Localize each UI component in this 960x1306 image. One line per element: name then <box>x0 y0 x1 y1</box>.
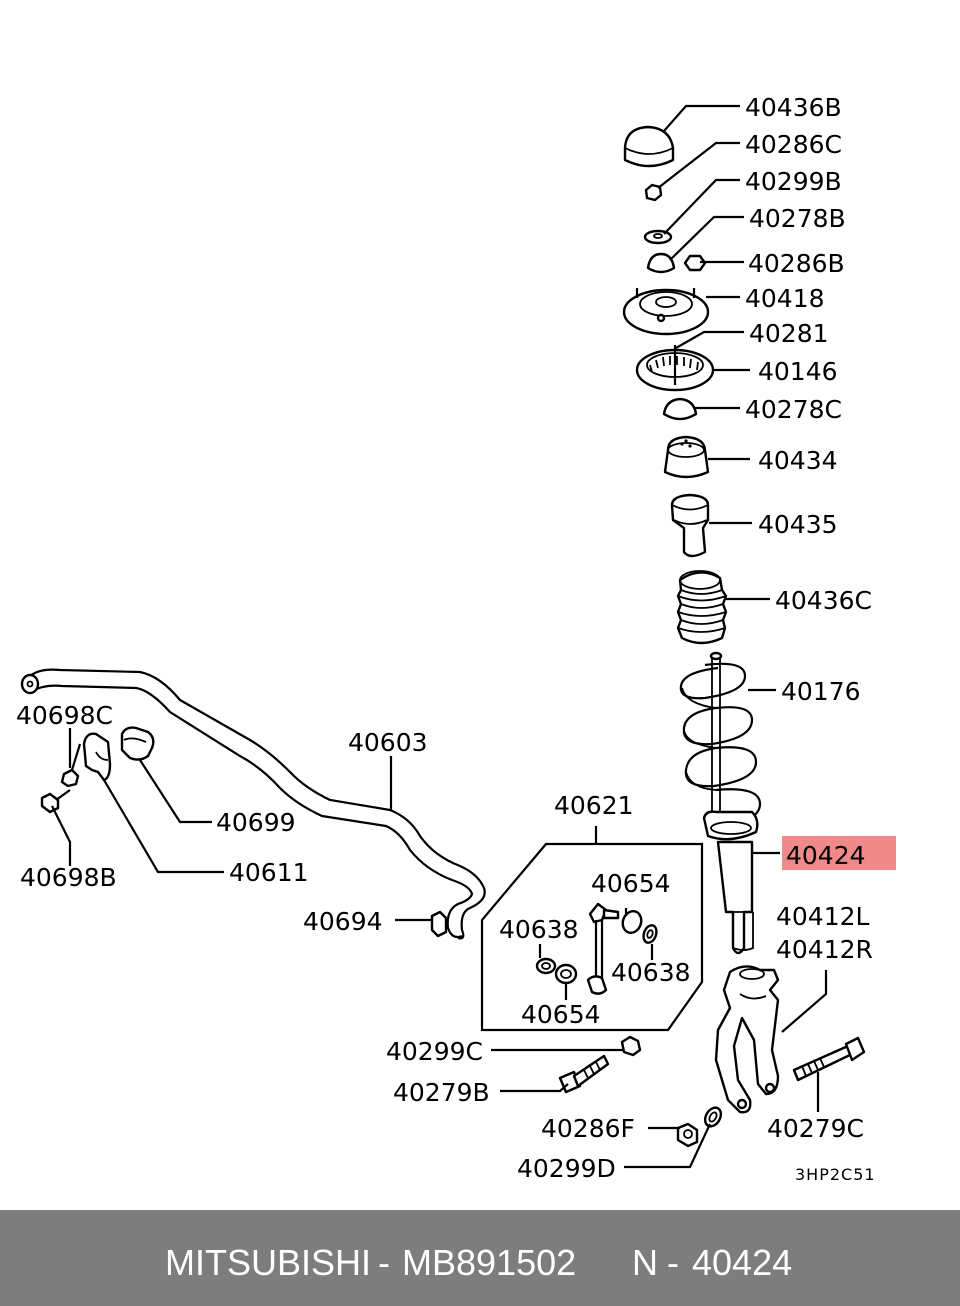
reference-number: 40424 <box>692 1242 793 1283</box>
leader-lines <box>51 104 828 1169</box>
label-40418: 40418 <box>745 284 825 313</box>
label-40694: 40694 <box>303 907 383 936</box>
label-40611: 40611 <box>229 858 309 887</box>
label-40286B: 40286B <box>748 249 845 278</box>
part-40278C-bushing <box>662 397 698 421</box>
part-40698B-nut <box>40 789 71 814</box>
part-40286C-nut <box>644 183 663 202</box>
label-40279B: 40279B <box>393 1078 490 1107</box>
label-40286F: 40286F <box>541 1114 635 1143</box>
label-40279C: 40279C <box>767 1114 864 1143</box>
separator-dash: - <box>378 1242 390 1283</box>
label-40654-lower: 40654 <box>521 1000 601 1029</box>
label-40299B: 40299B <box>745 167 842 196</box>
label-40286C: 40286C <box>745 130 842 159</box>
label-40176: 40176 <box>781 677 861 706</box>
label-40654-upper: 40654 <box>591 869 671 898</box>
label-40436C: 40436C <box>775 586 872 615</box>
brand-name: MITSUBISHI <box>165 1242 372 1283</box>
part-40603-stabilizer-bar <box>20 668 486 940</box>
label-40412R: 40412R <box>776 935 873 964</box>
part-40299C-nut <box>620 1035 642 1057</box>
part-40278B-bushing <box>646 252 676 274</box>
part-40434-bumper <box>663 435 710 479</box>
label-40424: 40424 <box>786 841 866 870</box>
part-40436B-cap <box>623 125 675 168</box>
part-number: MB891502 <box>402 1242 577 1283</box>
label-40698C: 40698C <box>16 701 113 730</box>
label-40621: 40621 <box>554 791 634 820</box>
label-40299D: 40299D <box>517 1154 616 1183</box>
part-40299D-washer <box>703 1106 723 1128</box>
group-40621-frame <box>480 842 704 1032</box>
part-40611-bracket <box>82 732 112 782</box>
part-40412-fork <box>714 965 780 1114</box>
diagram-code: 3HP2C51 <box>795 1165 876 1184</box>
part-40299B-washer <box>643 229 673 245</box>
part-40694-bushing <box>430 910 448 938</box>
part-40279C-bolt <box>792 1036 866 1082</box>
label-40603: 40603 <box>348 728 428 757</box>
label-40638-left: 40638 <box>499 915 579 944</box>
part-40424-strut <box>716 840 754 955</box>
separator-dash-2: - <box>667 1242 679 1283</box>
label-40146: 40146 <box>758 357 838 386</box>
part-40698C-bolt <box>60 743 82 788</box>
part-40286F-nut <box>676 1122 699 1148</box>
label-40436B: 40436B <box>745 93 842 122</box>
part-40638-cup-upper <box>642 924 658 944</box>
label-40435: 40435 <box>758 510 838 539</box>
part-40146-seat <box>635 345 715 392</box>
part-40435-bump-stop <box>670 493 710 558</box>
part-40638-cup-lower <box>535 957 557 975</box>
parts-diagram: 40436B 40286C 40299B 40278B 40286B 40418… <box>16 93 896 1184</box>
label-40638-right: 40638 <box>611 958 691 987</box>
label-40281: 40281 <box>749 319 829 348</box>
part-40654-bushing-upper <box>621 910 643 934</box>
label-40299C: 40299C <box>386 1037 483 1066</box>
footer-bar: MITSUBISHI - MB891502 N - 40424 <box>0 1210 960 1306</box>
label-40278B: 40278B <box>749 204 846 233</box>
n-label: N <box>632 1242 658 1283</box>
part-40176-spring <box>679 651 762 841</box>
part-40436C-boot <box>676 570 728 645</box>
label-40699: 40699 <box>216 808 296 837</box>
label-40278C: 40278C <box>745 395 842 424</box>
label-40412L: 40412L <box>776 902 870 931</box>
part-40654-bushing-lower <box>554 963 578 985</box>
part-40418-mount <box>622 288 710 336</box>
part-40621-link <box>586 902 620 995</box>
part-40279B-bolt <box>558 1054 610 1094</box>
part-40699-bushing <box>120 726 155 761</box>
highlight-40424 <box>782 836 896 870</box>
label-40434: 40434 <box>758 446 838 475</box>
label-40698B: 40698B <box>20 863 117 892</box>
